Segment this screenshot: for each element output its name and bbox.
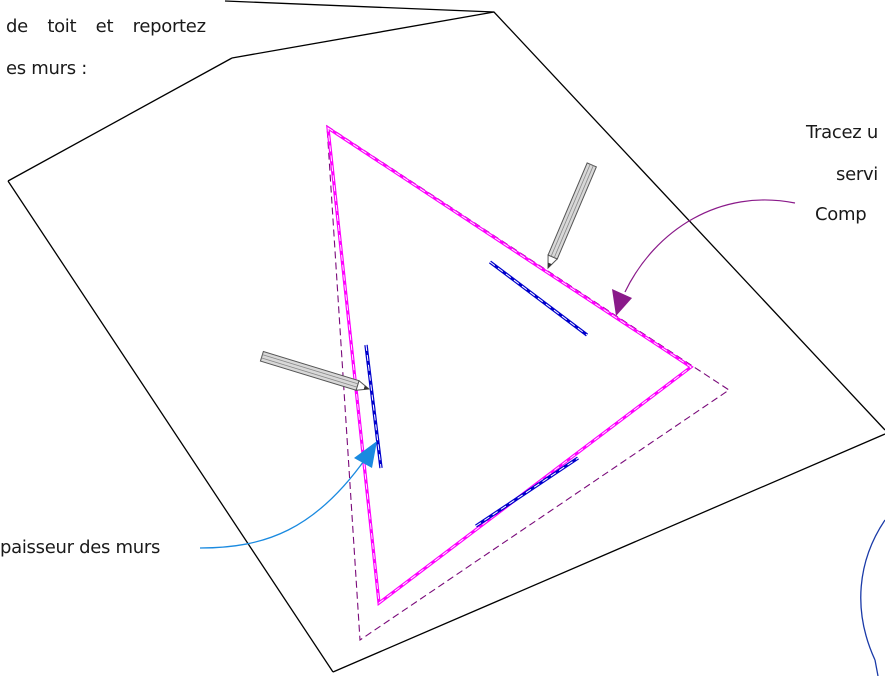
pencil-icon xyxy=(259,350,371,391)
paper-edge-upper-left xyxy=(7,57,233,182)
paper-sheet-outline-lower xyxy=(8,166,326,180)
callout-left-text: paisseur des murs xyxy=(0,537,161,558)
paper-sheet-outline xyxy=(224,0,885,431)
wall-mark-left xyxy=(364,344,383,469)
intro-text-line1-content: de toit et reportez xyxy=(6,16,206,37)
paper-edge-bottom xyxy=(332,433,885,673)
arc-bottom-right xyxy=(860,519,885,661)
arc-bottom-right-tail xyxy=(874,659,879,676)
paper-edge-left xyxy=(7,180,334,673)
wall-mark-top xyxy=(488,260,589,337)
callout-arrow-purple xyxy=(624,199,796,293)
arrowhead-blue xyxy=(354,441,377,468)
callout-right-line3: Comp xyxy=(815,204,867,225)
intro-text-line1: de toit et reportez xyxy=(6,16,238,37)
callout-arrow-blue xyxy=(199,457,367,549)
roof-edge-triangle-inner-dash xyxy=(327,127,692,604)
pencil-icon xyxy=(547,162,598,270)
paper-edge-top-left xyxy=(8,130,330,181)
callout-right-line2: servi xyxy=(836,164,879,185)
arrowhead-purple xyxy=(612,289,632,316)
paper-edge-upper xyxy=(231,11,495,59)
callout-right-line1: Tracez u xyxy=(806,122,878,143)
intro-text-line2: es murs : xyxy=(6,58,87,79)
roof-edge-triangle-outer xyxy=(326,124,694,606)
wall-mark-bottom xyxy=(475,456,579,528)
